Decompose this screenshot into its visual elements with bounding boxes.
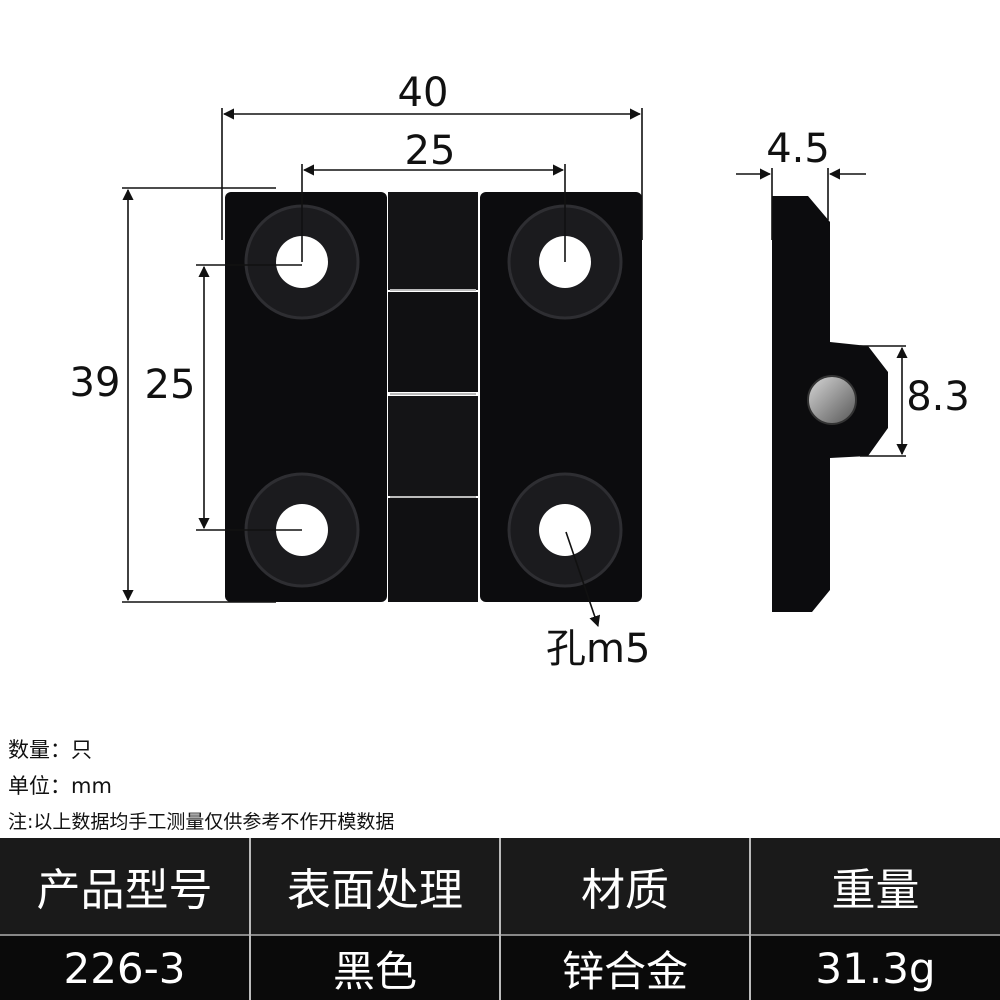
header-model: 产品型号 bbox=[0, 838, 251, 935]
dim-overall-height: 39 bbox=[70, 360, 121, 406]
dim-hole-spacing-horizontal: 25 bbox=[405, 128, 456, 174]
knuckle-lower bbox=[388, 396, 478, 496]
knuckle-bottom bbox=[388, 498, 478, 602]
header-weight: 重量 bbox=[750, 838, 1000, 935]
dim-hole-spacing-vertical: 25 bbox=[145, 362, 196, 408]
header-surface-finish: 表面处理 bbox=[250, 838, 501, 935]
knuckle-middle bbox=[388, 292, 478, 392]
value-material: 锌合金 bbox=[500, 934, 751, 1000]
quantity-note: 数量：只 bbox=[8, 738, 92, 762]
notes-block: 数量：只 单位：mm 注:以上数据均手工测量仅供参考不作开模数据 bbox=[8, 732, 394, 840]
hinge-side-view bbox=[772, 196, 888, 612]
hinge-pin bbox=[807, 375, 857, 425]
knuckle-top bbox=[388, 192, 478, 290]
value-weight: 31.3g bbox=[750, 934, 1000, 1000]
spec-table: 产品型号 表面处理 材质 重量 226-3 黑色 锌合金 31.3g bbox=[0, 838, 1000, 1000]
hinge-front-view bbox=[225, 192, 642, 602]
disclaimer-note: 注:以上数据均手工测量仅供参考不作开模数据 bbox=[8, 811, 395, 833]
dim-knuckle-height: 8.3 bbox=[906, 374, 970, 420]
hinge-dimension-drawing: 40 25 39 25 4.5 8.3 孔m5 bbox=[70, 70, 970, 672]
spec-table-header-row: 产品型号 表面处理 材质 重量 bbox=[0, 838, 1000, 935]
dim-overall-width: 40 bbox=[398, 70, 449, 116]
header-material: 材质 bbox=[500, 838, 751, 935]
value-model: 226-3 bbox=[0, 934, 251, 1000]
mounting-hole-bottom-right bbox=[507, 472, 623, 588]
hole-size-label: 孔m5 bbox=[546, 626, 650, 672]
dim-thickness: 4.5 bbox=[766, 126, 830, 172]
unit-note: 单位：mm bbox=[8, 774, 112, 798]
value-surface-finish: 黑色 bbox=[250, 934, 501, 1000]
spec-table-value-row: 226-3 黑色 锌合金 31.3g bbox=[0, 934, 1000, 1000]
